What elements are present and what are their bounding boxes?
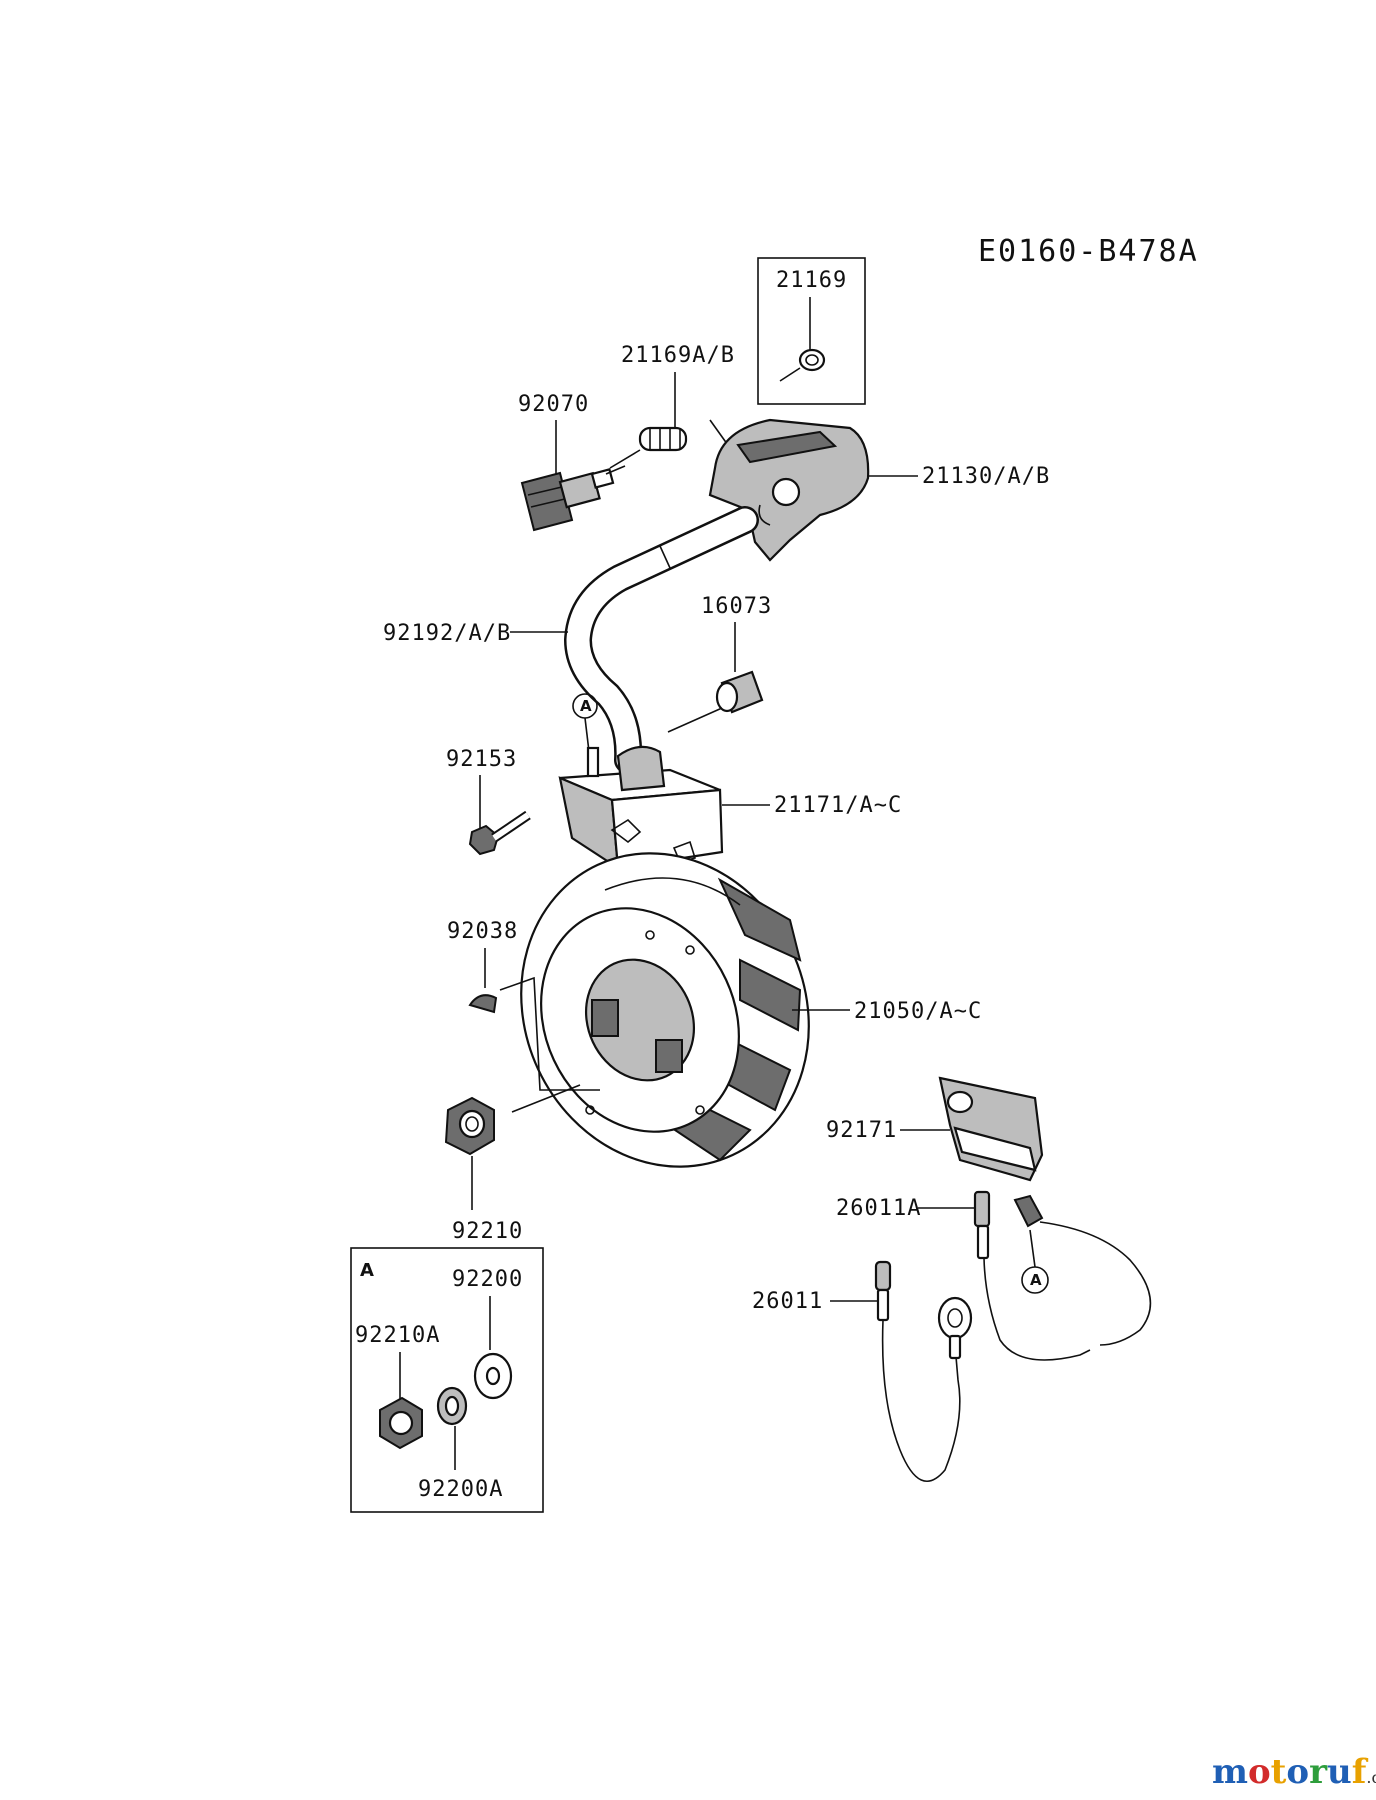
svg-text:motoruf.de: motoruf.de: [1212, 1752, 1376, 1792]
spacer-16073-icon: [715, 670, 764, 714]
watermark-logo: motoruf.de: [1212, 1752, 1376, 1792]
label-21050ac: 21050/A~C: [854, 999, 982, 1024]
label-92192ab: 92192/A/B: [383, 621, 511, 646]
plug-cap-21130-icon: [708, 418, 870, 562]
label-92171: 92171: [826, 1118, 897, 1143]
ignition-coil-21171-icon: [558, 745, 724, 871]
label-21169ab: 21169A/B: [621, 343, 735, 368]
label-92153: 92153: [446, 747, 517, 772]
label-92200a: 92200A: [418, 1477, 503, 1502]
flywheel-21050-icon: [520, 852, 810, 1168]
label-21171ac: 21171/A~C: [774, 793, 902, 818]
spring-21169ab-icon: [638, 426, 688, 452]
label-16073: 16073: [701, 594, 772, 619]
key-92038-icon: [468, 994, 498, 1014]
nut-92210-icon: [444, 1096, 495, 1156]
watermark-brand: motoruf: [1212, 1752, 1369, 1792]
spring-washer-92200a-icon: [436, 1386, 468, 1426]
kit-box-a: A 92200 92210A 92200A: [350, 1247, 544, 1513]
wire-ref-marker-label: A: [1030, 1271, 1042, 1289]
kit-box-a-label: A: [360, 1260, 374, 1281]
nut-92210a-icon: [379, 1396, 423, 1450]
diagram-code: E0160-B478A: [978, 234, 1199, 269]
label-92210: 92210: [452, 1219, 523, 1244]
wire-26011-icon: [874, 1260, 973, 1482]
label-26011: 26011: [752, 1289, 823, 1314]
spark-plug-92070-icon: [520, 465, 626, 532]
spring-21169-icon: [779, 348, 826, 382]
washer-92200-icon: [473, 1352, 513, 1400]
clamp-92171-icon: [938, 1076, 1044, 1182]
label-21130ab: 21130/A/B: [922, 464, 1050, 489]
label-92038: 92038: [447, 919, 518, 944]
label-92070: 92070: [518, 392, 589, 417]
bolt-92153-icon: [468, 810, 531, 856]
box-21169: 21169: [757, 257, 866, 405]
label-26011a: 26011A: [836, 1196, 921, 1221]
ht-lead-92192-icon: [563, 506, 759, 774]
coil-ref-marker-label: A: [580, 697, 592, 715]
label-92210a: 92210A: [355, 1323, 440, 1348]
watermark-tld: .de: [1366, 1768, 1376, 1787]
label-21169: 21169: [776, 268, 847, 293]
wire-26011a-icon: [973, 1190, 1152, 1361]
label-92200: 92200: [452, 1267, 523, 1292]
